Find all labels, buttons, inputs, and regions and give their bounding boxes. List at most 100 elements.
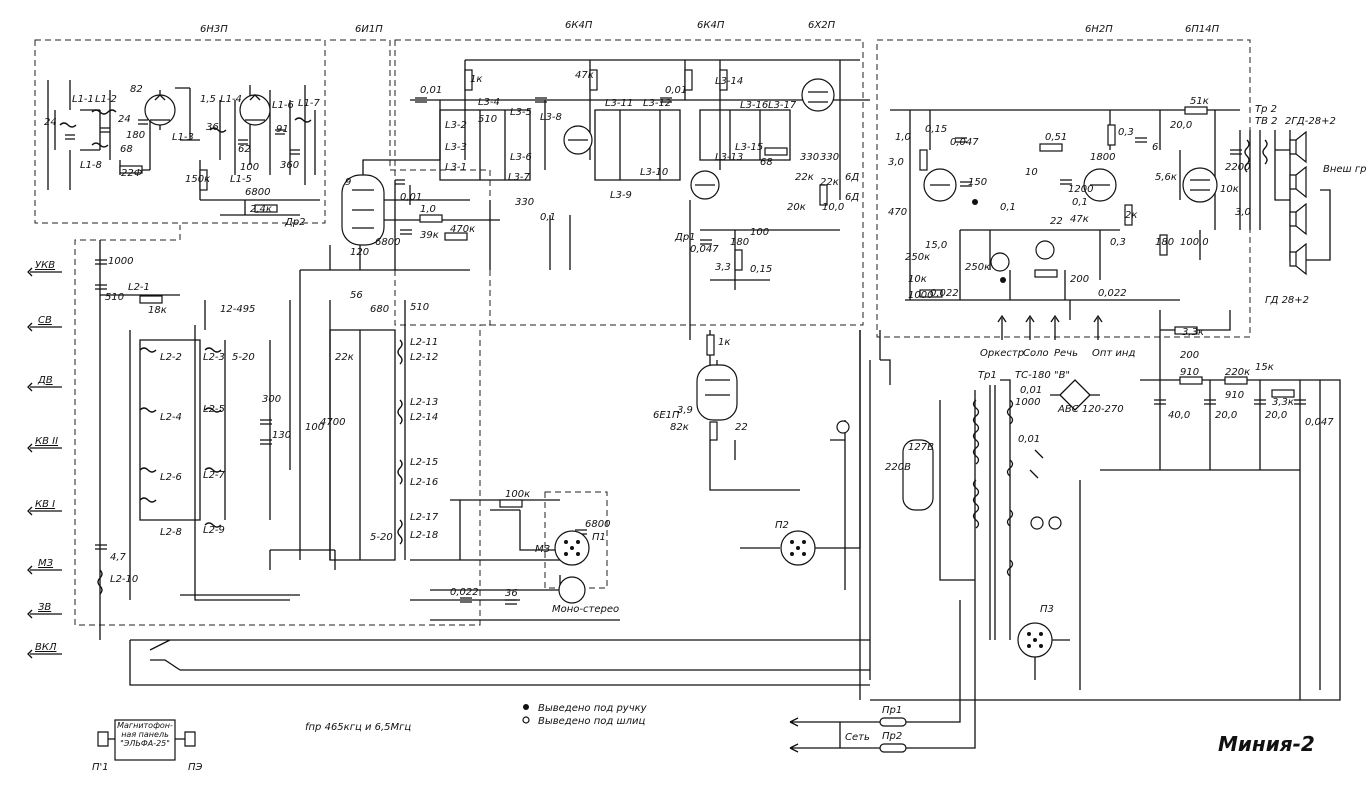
transformer-windings (972, 399, 1014, 577)
rf-coil-frame-right (329, 329, 396, 561)
legend-knob-text: Выведено под ручку (538, 703, 648, 714)
component-label: Др1 (674, 232, 696, 243)
component-label: 2,4к (250, 204, 272, 215)
component-label: L1-8 (80, 160, 102, 171)
band-label: ВКЛ (35, 642, 57, 653)
legend: fпр 465кгц и 6,5Мгц Выведено под ручку В… (305, 703, 648, 733)
band-label: СВ (38, 315, 52, 326)
plug-label: П'1 (92, 762, 109, 773)
component-label: L2-2 (160, 352, 182, 363)
output-wiring (1239, 130, 1331, 261)
component-label: МЗ (535, 544, 551, 555)
component-label: L2-18 (410, 530, 438, 541)
tube-label: 6Н2П (1085, 24, 1113, 35)
component-label: 36 (206, 122, 219, 133)
capacitor-plates (95, 259, 272, 550)
resistor (464, 69, 473, 91)
if-wiring-bottom (489, 200, 840, 320)
connector-label: П3 (1040, 604, 1054, 615)
resistor (499, 499, 523, 508)
section-uhf-block: 24 L1-1 L1-2 L1-8 82 24 180 68 22Ф L1-3 … (44, 80, 321, 228)
rf-switch-wiring (180, 549, 336, 596)
if-transformer-3 (699, 109, 791, 161)
resistor (919, 289, 943, 298)
mixer-wiring (352, 159, 500, 229)
band-label: КВ II (35, 436, 58, 447)
knob-marker (972, 199, 978, 205)
resistor (1124, 204, 1133, 226)
connector-label: Моно-стерео (552, 604, 619, 615)
connector-label: П1 (592, 532, 606, 543)
component-label: 330 (800, 152, 819, 163)
mains-wiring (789, 600, 976, 753)
resistor (819, 184, 828, 206)
component-label: 68 (760, 157, 773, 168)
switch-contacts (1029, 449, 1044, 479)
band-labels: УКВ СВ ДВ КВ II КВ I МЗ ЗВ ВКЛ (27, 260, 62, 659)
resistor (1107, 124, 1116, 146)
section-mixer: 9 0,01 1,0 470к 39к 120 6800 (300, 159, 500, 271)
band-label: ДВ (37, 375, 53, 386)
component-label: 0,022 (930, 288, 959, 299)
component-label: 0,01 (400, 192, 422, 203)
slot-legend-icon (522, 716, 530, 724)
component-label: 2к (1125, 210, 1137, 221)
section-mains: Сеть Пр1 Пр2 (789, 600, 976, 753)
transformer-core (989, 385, 996, 640)
resistor (119, 165, 143, 174)
component-label: 0,01 (1020, 385, 1042, 396)
component-label: 3,9 (677, 405, 693, 416)
audio-wiring-bottom (905, 150, 1181, 301)
input-wiring (410, 499, 620, 621)
component-label: 0,3 (1118, 127, 1134, 138)
component-label: 82 (130, 84, 143, 95)
component-label: 470к (450, 224, 475, 235)
rf-coil-frame-left (139, 339, 271, 521)
component-label: 10 (1025, 167, 1038, 178)
switch-leads (1001, 318, 1099, 340)
power-label: Тр1 (978, 370, 997, 381)
component-label: 250к (905, 252, 930, 263)
speaker-icon (1289, 202, 1307, 236)
component-label: 0,01 (665, 85, 687, 96)
speaker-icon (1289, 165, 1307, 199)
component-label: Др2 (284, 217, 306, 228)
component-label: 910 (1180, 367, 1199, 378)
component-label: 91 (276, 124, 289, 135)
component-label: L2-17 (410, 512, 439, 523)
component-label: 62 (238, 144, 251, 155)
component-label: 15к (1255, 362, 1274, 373)
resistor (1224, 376, 1248, 385)
band-label: КВ I (35, 499, 55, 510)
tube-label: 6П14П (1185, 24, 1220, 35)
power-label: ТС-180 "В" (1015, 370, 1070, 381)
section-tape-panel: Магнитофон-ная панель "ЭЛЬФА-25" П'1 ПЭ (92, 719, 203, 773)
resistor (1159, 234, 1168, 256)
fuse-label: Пр1 (882, 705, 902, 716)
tube-electrodes (150, 94, 265, 121)
resistor (444, 232, 468, 241)
diagram-title: Миния-2 (1218, 732, 1315, 756)
component-label: 0,51 (1045, 132, 1067, 143)
pilot-lamp-icon (1030, 516, 1044, 530)
resistor (254, 204, 278, 213)
component-label: 22к (335, 352, 354, 363)
potentiometer (990, 252, 1010, 272)
component-label: 0,3 (1110, 237, 1126, 248)
component-label: 3,3к (1272, 397, 1294, 408)
component-label: L1-6 (272, 100, 294, 111)
knob-legend-icon (523, 704, 529, 710)
test-point (836, 420, 850, 434)
tube-label: 6Н3П (200, 24, 228, 35)
tape-panel-label-box: Магнитофон-ная панель "ЭЛЬФА-25" (117, 721, 173, 748)
component-label: 510 (105, 292, 124, 303)
component-label: 22 (735, 422, 748, 433)
component-label: 0,022 (1098, 288, 1127, 299)
rf-coils (139, 347, 222, 528)
component-label: 24 (118, 114, 131, 125)
component-label: 1к (718, 337, 730, 348)
band-label: МЗ (38, 558, 54, 569)
component-label: 330 (820, 152, 839, 163)
section-speakers: Тр 2 ТВ 2 2ГД-28+2 Внеш гр ГД 28+2 (1239, 104, 1366, 306)
connector-pins (564, 540, 1043, 648)
